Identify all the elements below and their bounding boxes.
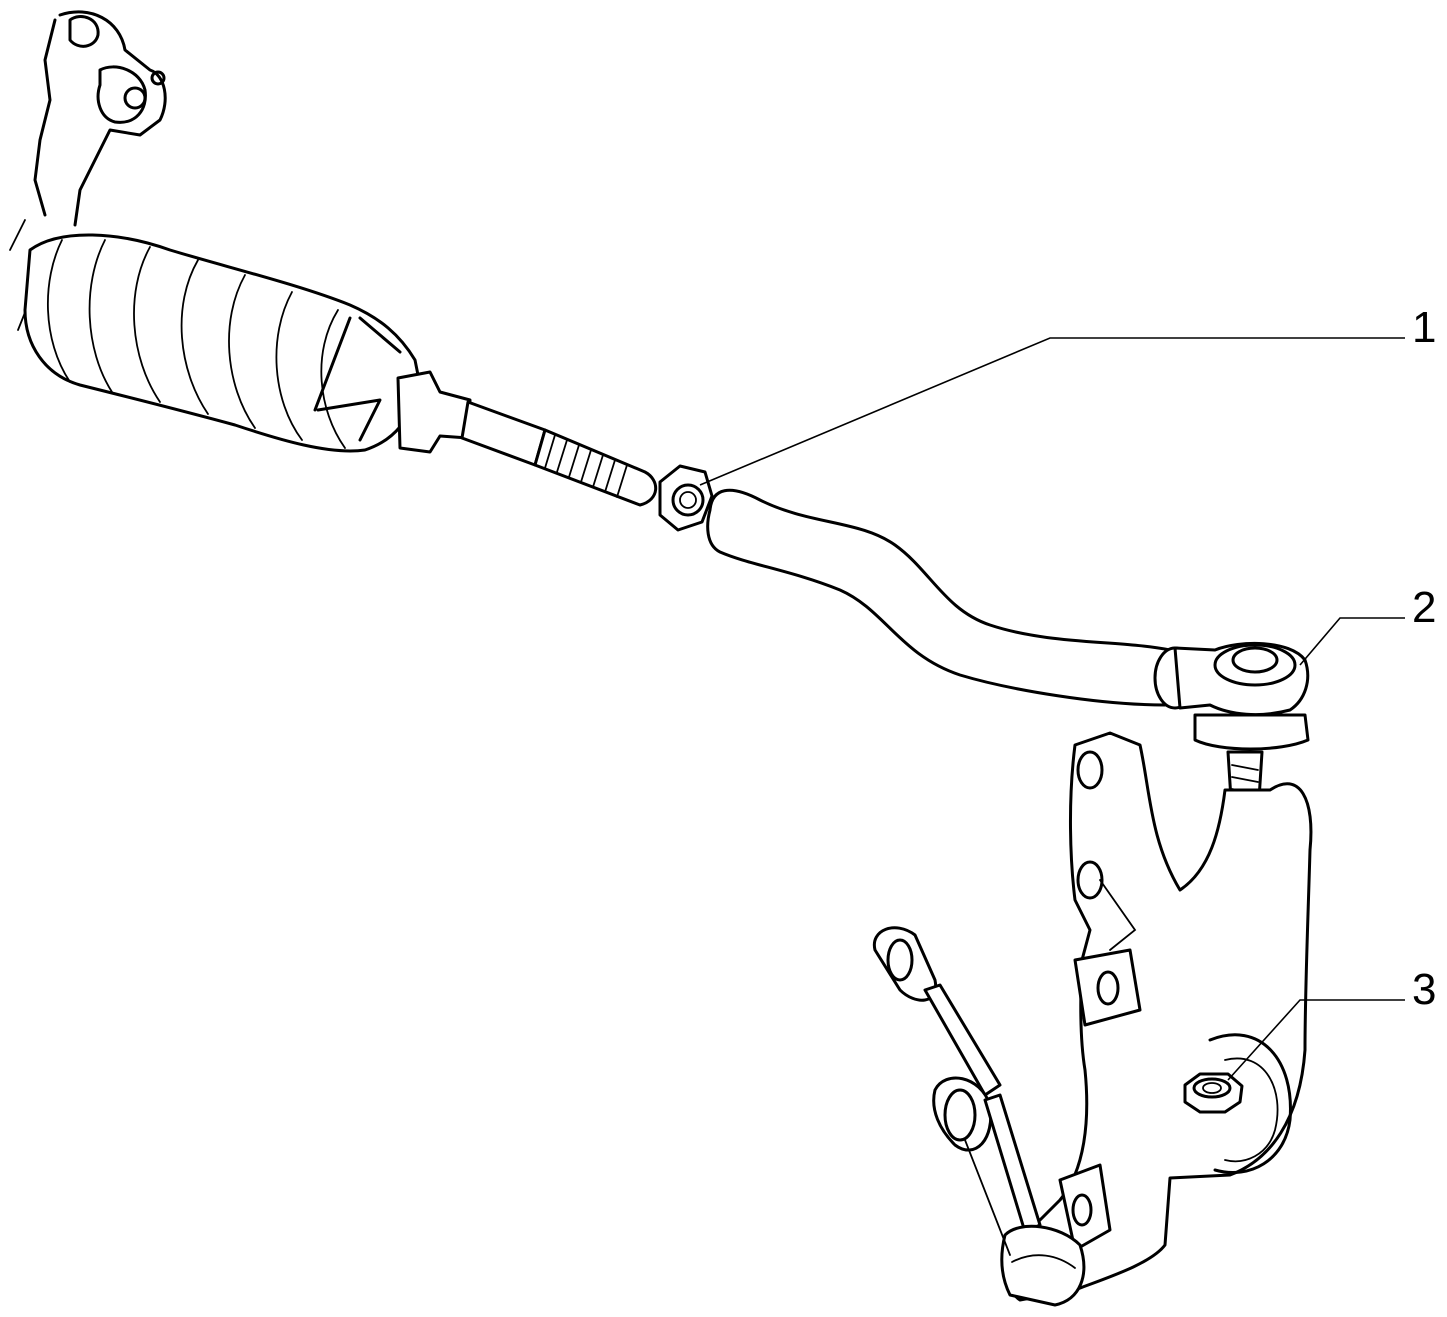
part-1-lock-nut	[658, 464, 714, 532]
callout-number-2: 2	[1412, 583, 1436, 632]
leader-line-3	[1227, 999, 1405, 1081]
inner-tie-rod	[396, 370, 658, 507]
callout-number-1: 1	[1412, 303, 1436, 352]
rack-bellows-boot	[23, 233, 422, 453]
steering-knuckle	[1005, 731, 1313, 1302]
part-3-nut	[1183, 1072, 1244, 1114]
steering-rack-housing	[9, 10, 167, 331]
stabilizer-link	[872, 926, 1086, 1307]
callout-number-3: 3	[1412, 965, 1436, 1014]
part-2-tie-rod-end	[706, 488, 1310, 817]
leader-line-1	[699, 337, 1405, 486]
leader-line-2	[1299, 617, 1405, 666]
